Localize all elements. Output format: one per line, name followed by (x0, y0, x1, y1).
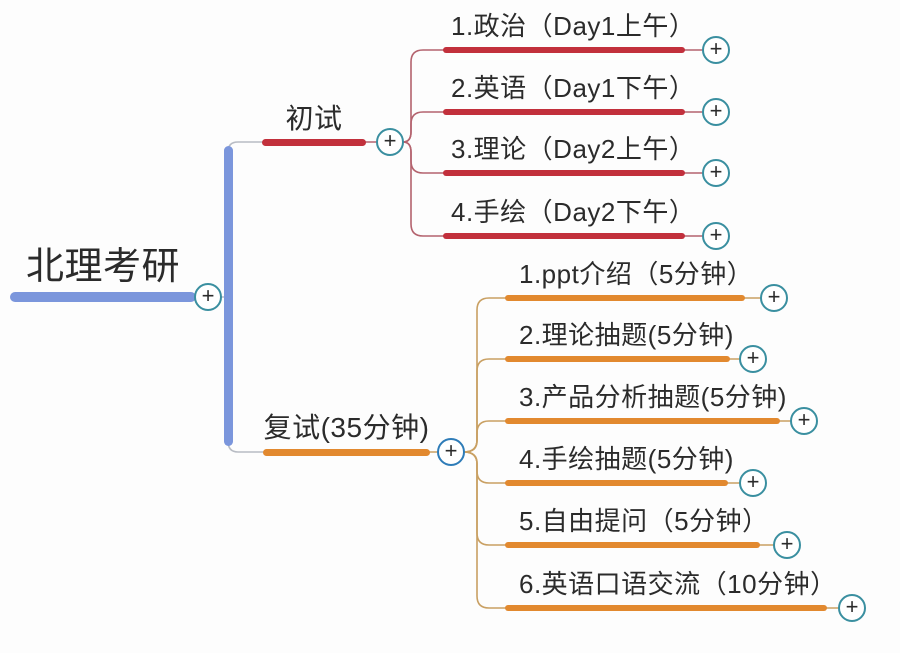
leaf-expand-button[interactable]: + (760, 284, 788, 312)
leaf-node-label: 2.理论抽题(5分钟) (519, 320, 734, 350)
plus-icon: + (797, 407, 811, 432)
leaf-expand-button[interactable]: + (838, 594, 866, 622)
plus-icon: + (845, 594, 859, 619)
plus-icon: + (746, 469, 760, 494)
leaf-node-label: 1.ppt介绍（5分钟） (519, 259, 754, 289)
plus-icon: + (709, 159, 723, 184)
leaf-underline (505, 542, 760, 548)
plus-icon: + (383, 128, 397, 153)
leaf-underline (505, 418, 780, 424)
root-node-label: 北理考研 (25, 246, 180, 288)
leaf-underline (443, 233, 685, 239)
leaf-node-label: 5.自由提问（5分钟） (519, 506, 769, 536)
plus-icon: + (709, 36, 723, 61)
root-node-underline (10, 292, 196, 302)
leaf-expand-button[interactable]: + (739, 469, 767, 497)
leaf-node-label: 3.产品分析抽题(5分钟) (519, 382, 787, 412)
leaf-underline (505, 605, 827, 611)
leaf-underline (443, 170, 685, 176)
leaf-underline (505, 480, 728, 486)
leaf-node-label: 4.手绘（Day2下午） (451, 197, 696, 227)
root-expand-button[interactable]: + (194, 283, 222, 311)
leaf-node-label: 1.政治（Day1上午） (451, 11, 696, 41)
leaf-expand-button[interactable]: + (702, 36, 730, 64)
connector-trunk-to-second-exam (227, 440, 269, 453)
leaf-node-label: 2.英语（Day1下午） (451, 73, 696, 103)
plus-icon: + (767, 284, 781, 309)
plus-icon: + (709, 222, 723, 247)
second-exam-expand-button[interactable]: + (437, 438, 465, 466)
first-exam-underline (262, 139, 366, 146)
leaf-node-label: 4.手绘抽题(5分钟) (519, 444, 734, 474)
leaf-expand-button[interactable]: + (702, 159, 730, 187)
plus-icon: + (444, 438, 458, 463)
second-exam-underline (263, 449, 430, 456)
leaf-expand-button[interactable]: + (739, 345, 767, 373)
plus-icon: + (709, 98, 723, 123)
plus-icon: + (780, 531, 794, 556)
plus-icon: + (201, 283, 215, 308)
leaf-expand-button[interactable]: + (773, 531, 801, 559)
leaf-underline (443, 47, 685, 53)
leaf-node-label: 6.英语口语交流（10分钟） (519, 569, 837, 599)
leaf-expand-button[interactable]: + (702, 222, 730, 250)
plus-icon: + (746, 345, 760, 370)
leaf-node-label: 3.理论（Day2上午） (451, 134, 696, 164)
root-trunk-bar (224, 146, 233, 446)
second-exam-node-label: 复试(35分钟) (263, 412, 430, 443)
first-exam-expand-button[interactable]: + (376, 128, 404, 156)
leaf-underline (505, 356, 730, 362)
leaf-expand-button[interactable]: + (790, 407, 818, 435)
leaf-expand-button[interactable]: + (702, 98, 730, 126)
leaf-underline (443, 109, 685, 115)
first-exam-node-label: 初试 (285, 103, 343, 134)
leaf-underline (505, 295, 745, 301)
